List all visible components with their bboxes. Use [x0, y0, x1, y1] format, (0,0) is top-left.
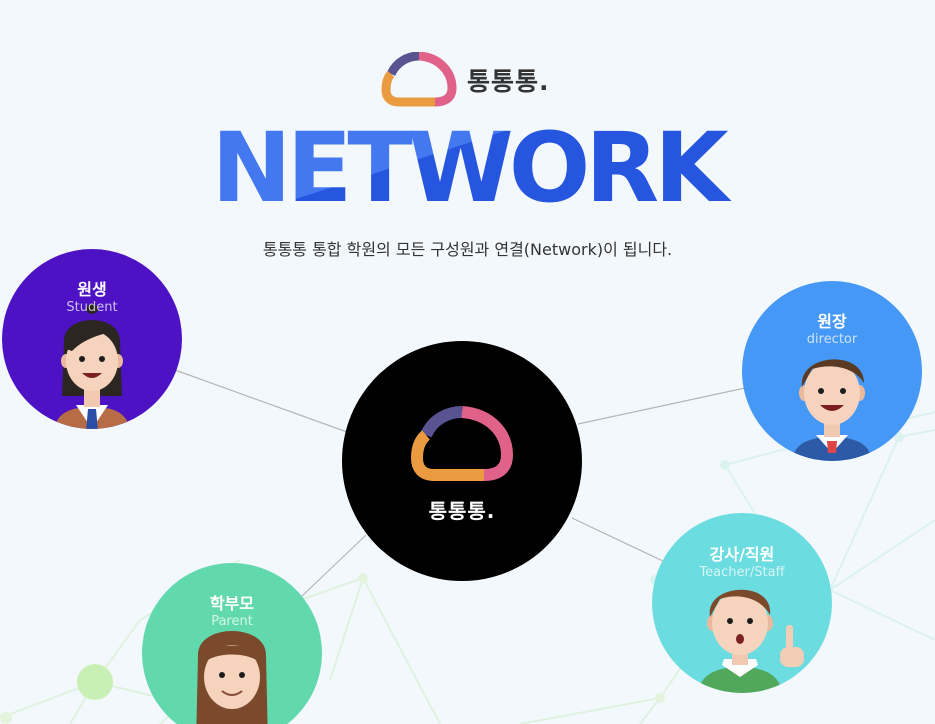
- teacher-avatar-icon: [698, 589, 804, 693]
- parent-avatar-icon: [196, 631, 268, 724]
- member-node-teacher[interactable]: 강사/직원 Teacher/Staff: [652, 513, 832, 693]
- brand-wordmark: 통통통.: [467, 67, 550, 96]
- center-wordmark: 통통통.: [428, 499, 496, 523]
- member-sublabel: Teacher/Staff: [699, 565, 785, 580]
- member-node-parent[interactable]: 학부모 Parent: [142, 563, 322, 724]
- member-label: 학부모: [209, 594, 255, 613]
- decor-dot-icon: [77, 664, 113, 700]
- page-subtitle: 통통통 통합 학원의 모든 구성원과 연결(Network)이 됩니다.: [262, 240, 673, 259]
- center-hub: 통통통.: [342, 341, 582, 581]
- member-node-director[interactable]: 원장 director: [742, 281, 922, 461]
- student-avatar-icon: [54, 304, 130, 429]
- member-label: 원장: [817, 312, 847, 331]
- member-label: 강사/직원: [709, 545, 775, 564]
- member-sublabel: Student: [66, 300, 118, 315]
- member-node-student[interactable]: 원생 Student: [2, 249, 182, 429]
- brand-logo: 통통통.: [381, 52, 550, 108]
- brand-logo-icon: [410, 406, 514, 481]
- member-sublabel: Parent: [211, 614, 253, 629]
- member-sublabel: director: [806, 332, 858, 347]
- page-title: NETWORK: [0, 113, 935, 223]
- member-label: 원생: [77, 280, 107, 299]
- director-avatar-icon: [792, 359, 872, 461]
- brand-logo-icon: [381, 52, 457, 107]
